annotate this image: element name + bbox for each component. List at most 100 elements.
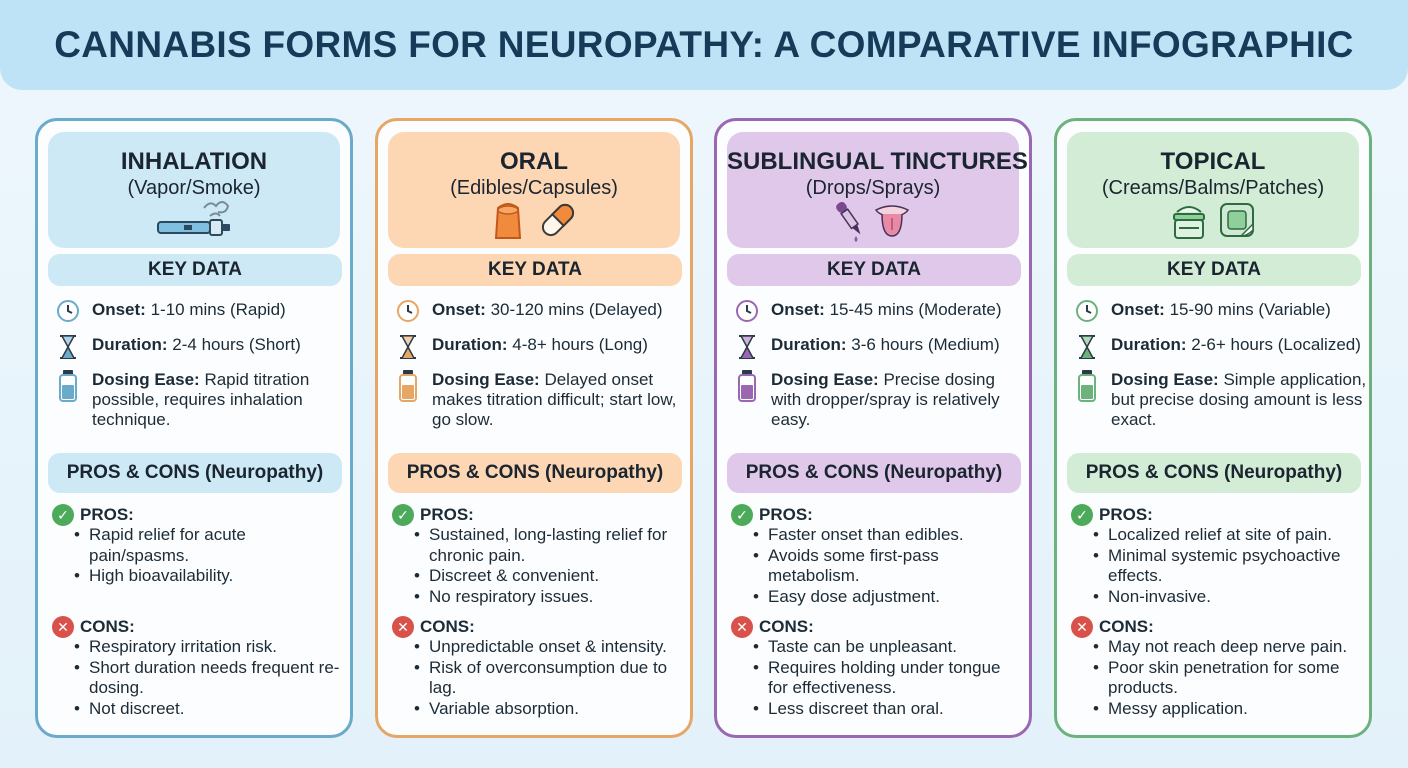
check-icon: ✓: [1071, 504, 1093, 526]
duration-value: 2-6+ hours (Localized): [1191, 335, 1361, 354]
column-subtitle: (Edibles/Capsules): [450, 177, 618, 199]
cons-section-label: ✕ CONS:: [1071, 616, 1154, 638]
title-banner: CANNABIS FORMS FOR NEUROPATHY: A COMPARA…: [0, 0, 1408, 90]
column-icons: [388, 198, 680, 242]
hourglass-icon: [56, 334, 80, 360]
hourglass-icon: [735, 334, 759, 360]
duration-label: Duration:: [771, 335, 847, 354]
pros-item: Discreet & convenient.: [414, 566, 684, 587]
column-title: TOPICAL: [1160, 148, 1266, 175]
check-icon: ✓: [392, 504, 414, 526]
dosing-label: Dosing Ease:: [771, 370, 879, 389]
vape-pen-icon: [154, 198, 234, 242]
gummy-icon: [488, 198, 528, 242]
pros-item: Sustained, long-lasting relief for chron…: [414, 525, 684, 566]
cons-section-label: ✕CONS:: [731, 616, 814, 638]
clock-icon: [735, 299, 759, 325]
column-title: ORAL: [500, 148, 568, 175]
vial-icon: [735, 369, 759, 402]
hourglass-icon: [1075, 334, 1099, 360]
x-icon: ✕: [731, 616, 753, 638]
column-header: SUBLINGUAL TINCTURES(Drops/Sprays): [727, 132, 1028, 248]
pros-list: Rapid relief for acute pain/spasms.High …: [74, 525, 344, 587]
pros-item: No respiratory issues.: [414, 587, 684, 608]
pros-list: Localized relief at site of pain.Minimal…: [1093, 525, 1363, 607]
cons-item: Unpredictable onset & intensity.: [414, 637, 684, 658]
column-subtitle: (Vapor/Smoke): [127, 177, 261, 199]
cons-item: Variable absorption.: [414, 699, 684, 720]
pros-list: Sustained, long-lasting relief for chron…: [414, 525, 684, 607]
vial-icon: [56, 369, 80, 402]
onset-value: 15-45 mins (Moderate): [829, 300, 1002, 319]
pros-item: High bioavailability.: [74, 566, 344, 587]
onset-label: Onset:: [432, 300, 486, 319]
column-subtitle: (Creams/Balms/Patches): [1101, 177, 1325, 199]
key-data-heading: KEY DATA: [1067, 254, 1361, 286]
pros-cons-heading: PROS & CONS (Neuropathy): [388, 453, 682, 493]
tongue-icon: [872, 198, 912, 242]
column-icons: [727, 198, 1019, 242]
pros-cons-heading: PROS & CONS (Neuropathy): [727, 453, 1021, 493]
cons-section-label: ✕ CONS:: [52, 616, 135, 638]
column-oral: ORAL(Edibles/Capsules) KEY DATA Onset: 30-…: [375, 118, 693, 738]
x-icon: ✕: [52, 616, 74, 638]
pros-item: Rapid relief for acute pain/spasms.: [74, 525, 344, 566]
column-header: ORAL(Edibles/Capsules): [388, 132, 680, 248]
clock-icon: [1075, 299, 1099, 325]
x-icon: ✕: [1071, 616, 1093, 638]
cons-item: Messy application.: [1093, 699, 1363, 720]
column-subtitle: (Drops/Sprays): [805, 177, 941, 199]
page-title: CANNABIS FORMS FOR NEUROPATHY: A COMPARA…: [54, 24, 1354, 65]
cons-item: May not reach deep nerve pain.: [1093, 637, 1363, 658]
pros-item: Faster onset than edibles.: [753, 525, 1023, 546]
column-header: TOPICAL(Creams/Balms/Patches): [1067, 132, 1359, 248]
pros-section-label: ✓ PROS:: [52, 504, 134, 526]
cons-item: Risk of overconsumption due to lag.: [414, 658, 684, 699]
cons-section-label: ✕ CONS:: [392, 616, 475, 638]
check-icon: ✓: [731, 504, 753, 526]
pros-item: Avoids some first-pass metabolism.: [753, 546, 1023, 587]
pros-label: PROS:: [759, 505, 813, 524]
column-title: INHALATION: [120, 148, 268, 175]
pros-label: PROS:: [80, 505, 134, 524]
pros-item: Localized relief at site of pain.: [1093, 525, 1363, 546]
pros-item: Non-invasive.: [1093, 587, 1363, 608]
cons-list: Unpredictable onset & intensity.Risk of …: [414, 637, 684, 719]
vial-icon: [1075, 369, 1099, 402]
pros-section-label: ✓PROS:: [1071, 504, 1153, 526]
dosing-value: Rapid titration possible, requires inhal…: [92, 370, 310, 429]
cons-label: CONS:: [420, 617, 475, 636]
x-icon: ✕: [392, 616, 414, 638]
dropper-icon: [834, 198, 864, 242]
dosing-label: Dosing Ease:: [1111, 370, 1219, 389]
capsule-icon: [536, 198, 580, 242]
duration-label: Duration:: [92, 335, 168, 354]
cons-item: Requires holding under tongue for effect…: [753, 658, 1023, 699]
pros-item: Minimal systemic psychoactive effects.: [1093, 546, 1363, 587]
column-icons: [1067, 198, 1359, 242]
duration-value: 4-8+ hours (Long): [512, 335, 648, 354]
onset-value: 15-90 mins (Variable): [1169, 300, 1331, 319]
clock-icon: [56, 299, 80, 325]
dosing-value: Simple application, but precise dosing a…: [1111, 370, 1367, 429]
cons-list: Taste can be unpleasant.Requires holding…: [753, 637, 1023, 719]
cons-item: Short duration needs frequent re-dosing.: [74, 658, 344, 699]
check-icon: ✓: [52, 504, 74, 526]
vial-icon: [396, 369, 420, 402]
cons-label: CONS:: [1099, 617, 1154, 636]
pros-cons-heading: PROS & CONS (Neuropathy): [48, 453, 342, 493]
clock-icon: [396, 299, 420, 325]
onset-value: 30-120 mins (Delayed): [490, 300, 663, 319]
cream-jar-icon: [1169, 198, 1209, 242]
cons-label: CONS:: [80, 617, 135, 636]
duration-value: 2-4 hours (Short): [172, 335, 301, 354]
dosing-value: Precise dosing with dropper/spray is rel…: [771, 370, 1000, 429]
dosing-value: Delayed onset makes titration difficult;…: [432, 370, 677, 429]
duration-label: Duration:: [1111, 335, 1187, 354]
cons-item: Not discreet.: [74, 699, 344, 720]
key-data-heading: KEY DATA: [388, 254, 682, 286]
onset-value: 1-10 mins (Rapid): [150, 300, 286, 319]
cons-item: Respiratory irritation risk.: [74, 637, 344, 658]
